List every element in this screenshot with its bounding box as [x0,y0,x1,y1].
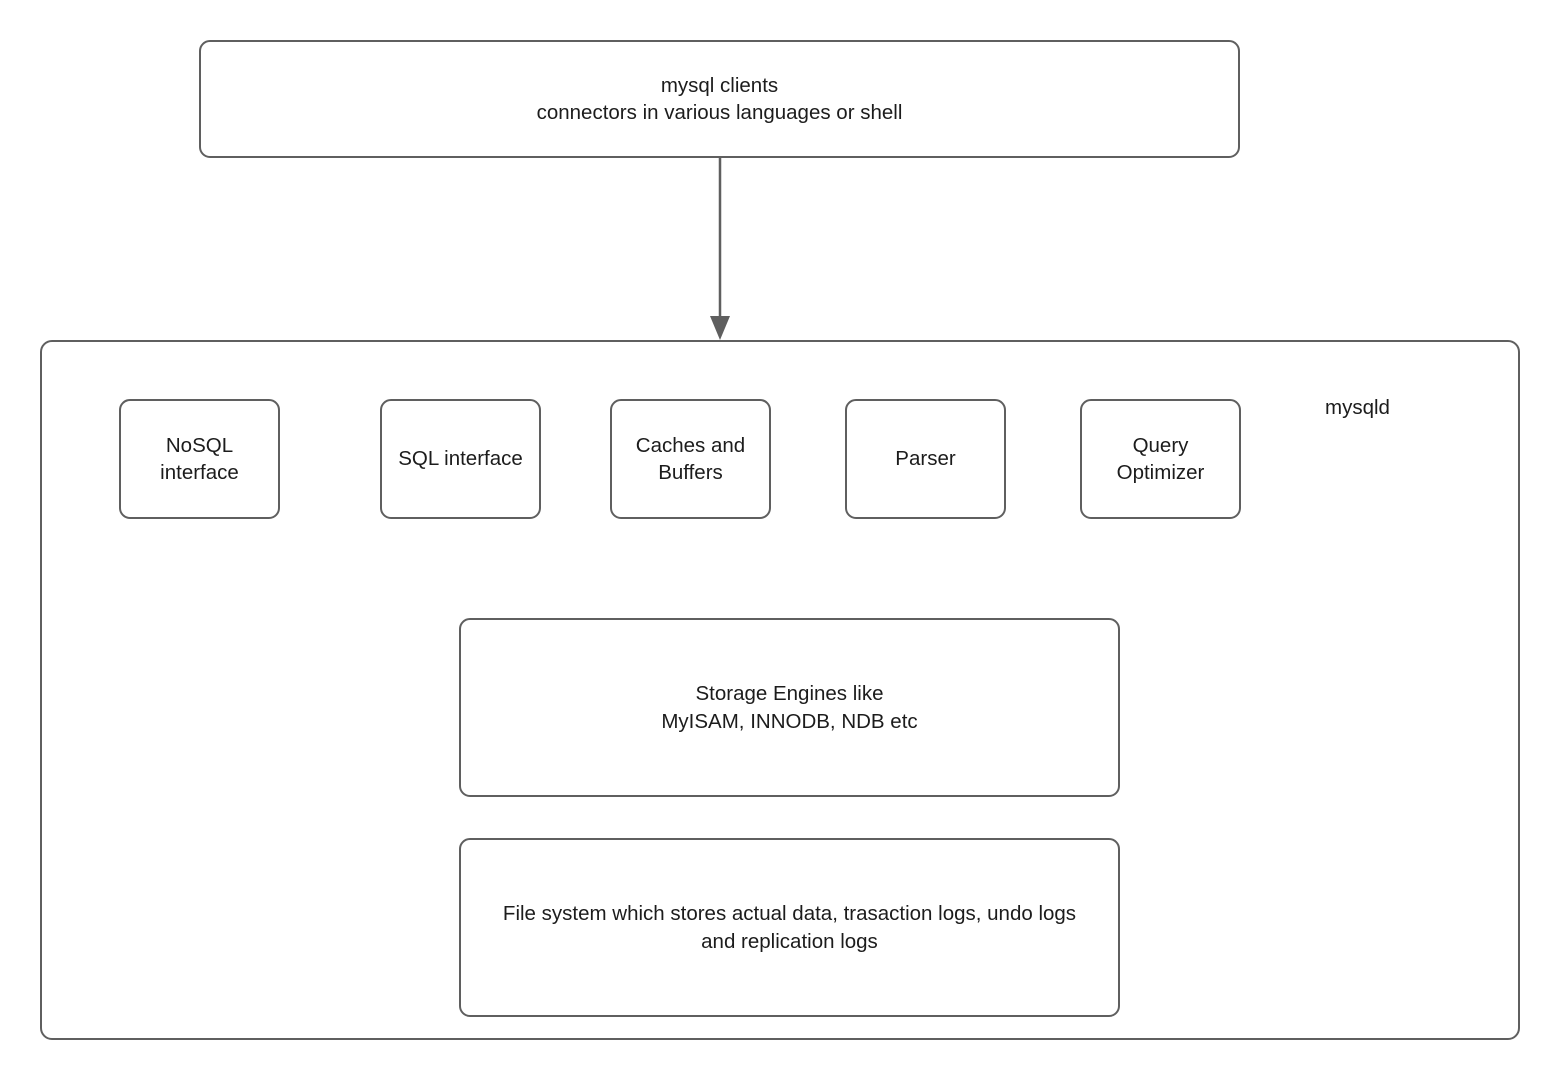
component-sql-interface[interactable]: SQL interface [380,399,541,519]
component-caches-and-buffers[interactable]: Caches and Buffers [610,399,771,519]
component-nosql-interface[interactable]: NoSQL interface [119,399,280,519]
file-system-box[interactable]: File system which stores actual data, tr… [459,838,1120,1017]
mysqld-label: mysqld [1325,396,1390,419]
arrow-down-icon [710,158,730,340]
component-query-optimizer[interactable]: Query Optimizer [1080,399,1241,519]
component-parser[interactable]: Parser [845,399,1006,519]
storage-engines-box[interactable]: Storage Engines like MyISAM, INNODB, NDB… [459,618,1120,797]
mysql-clients-box[interactable]: mysql clients connectors in various lang… [199,40,1240,158]
